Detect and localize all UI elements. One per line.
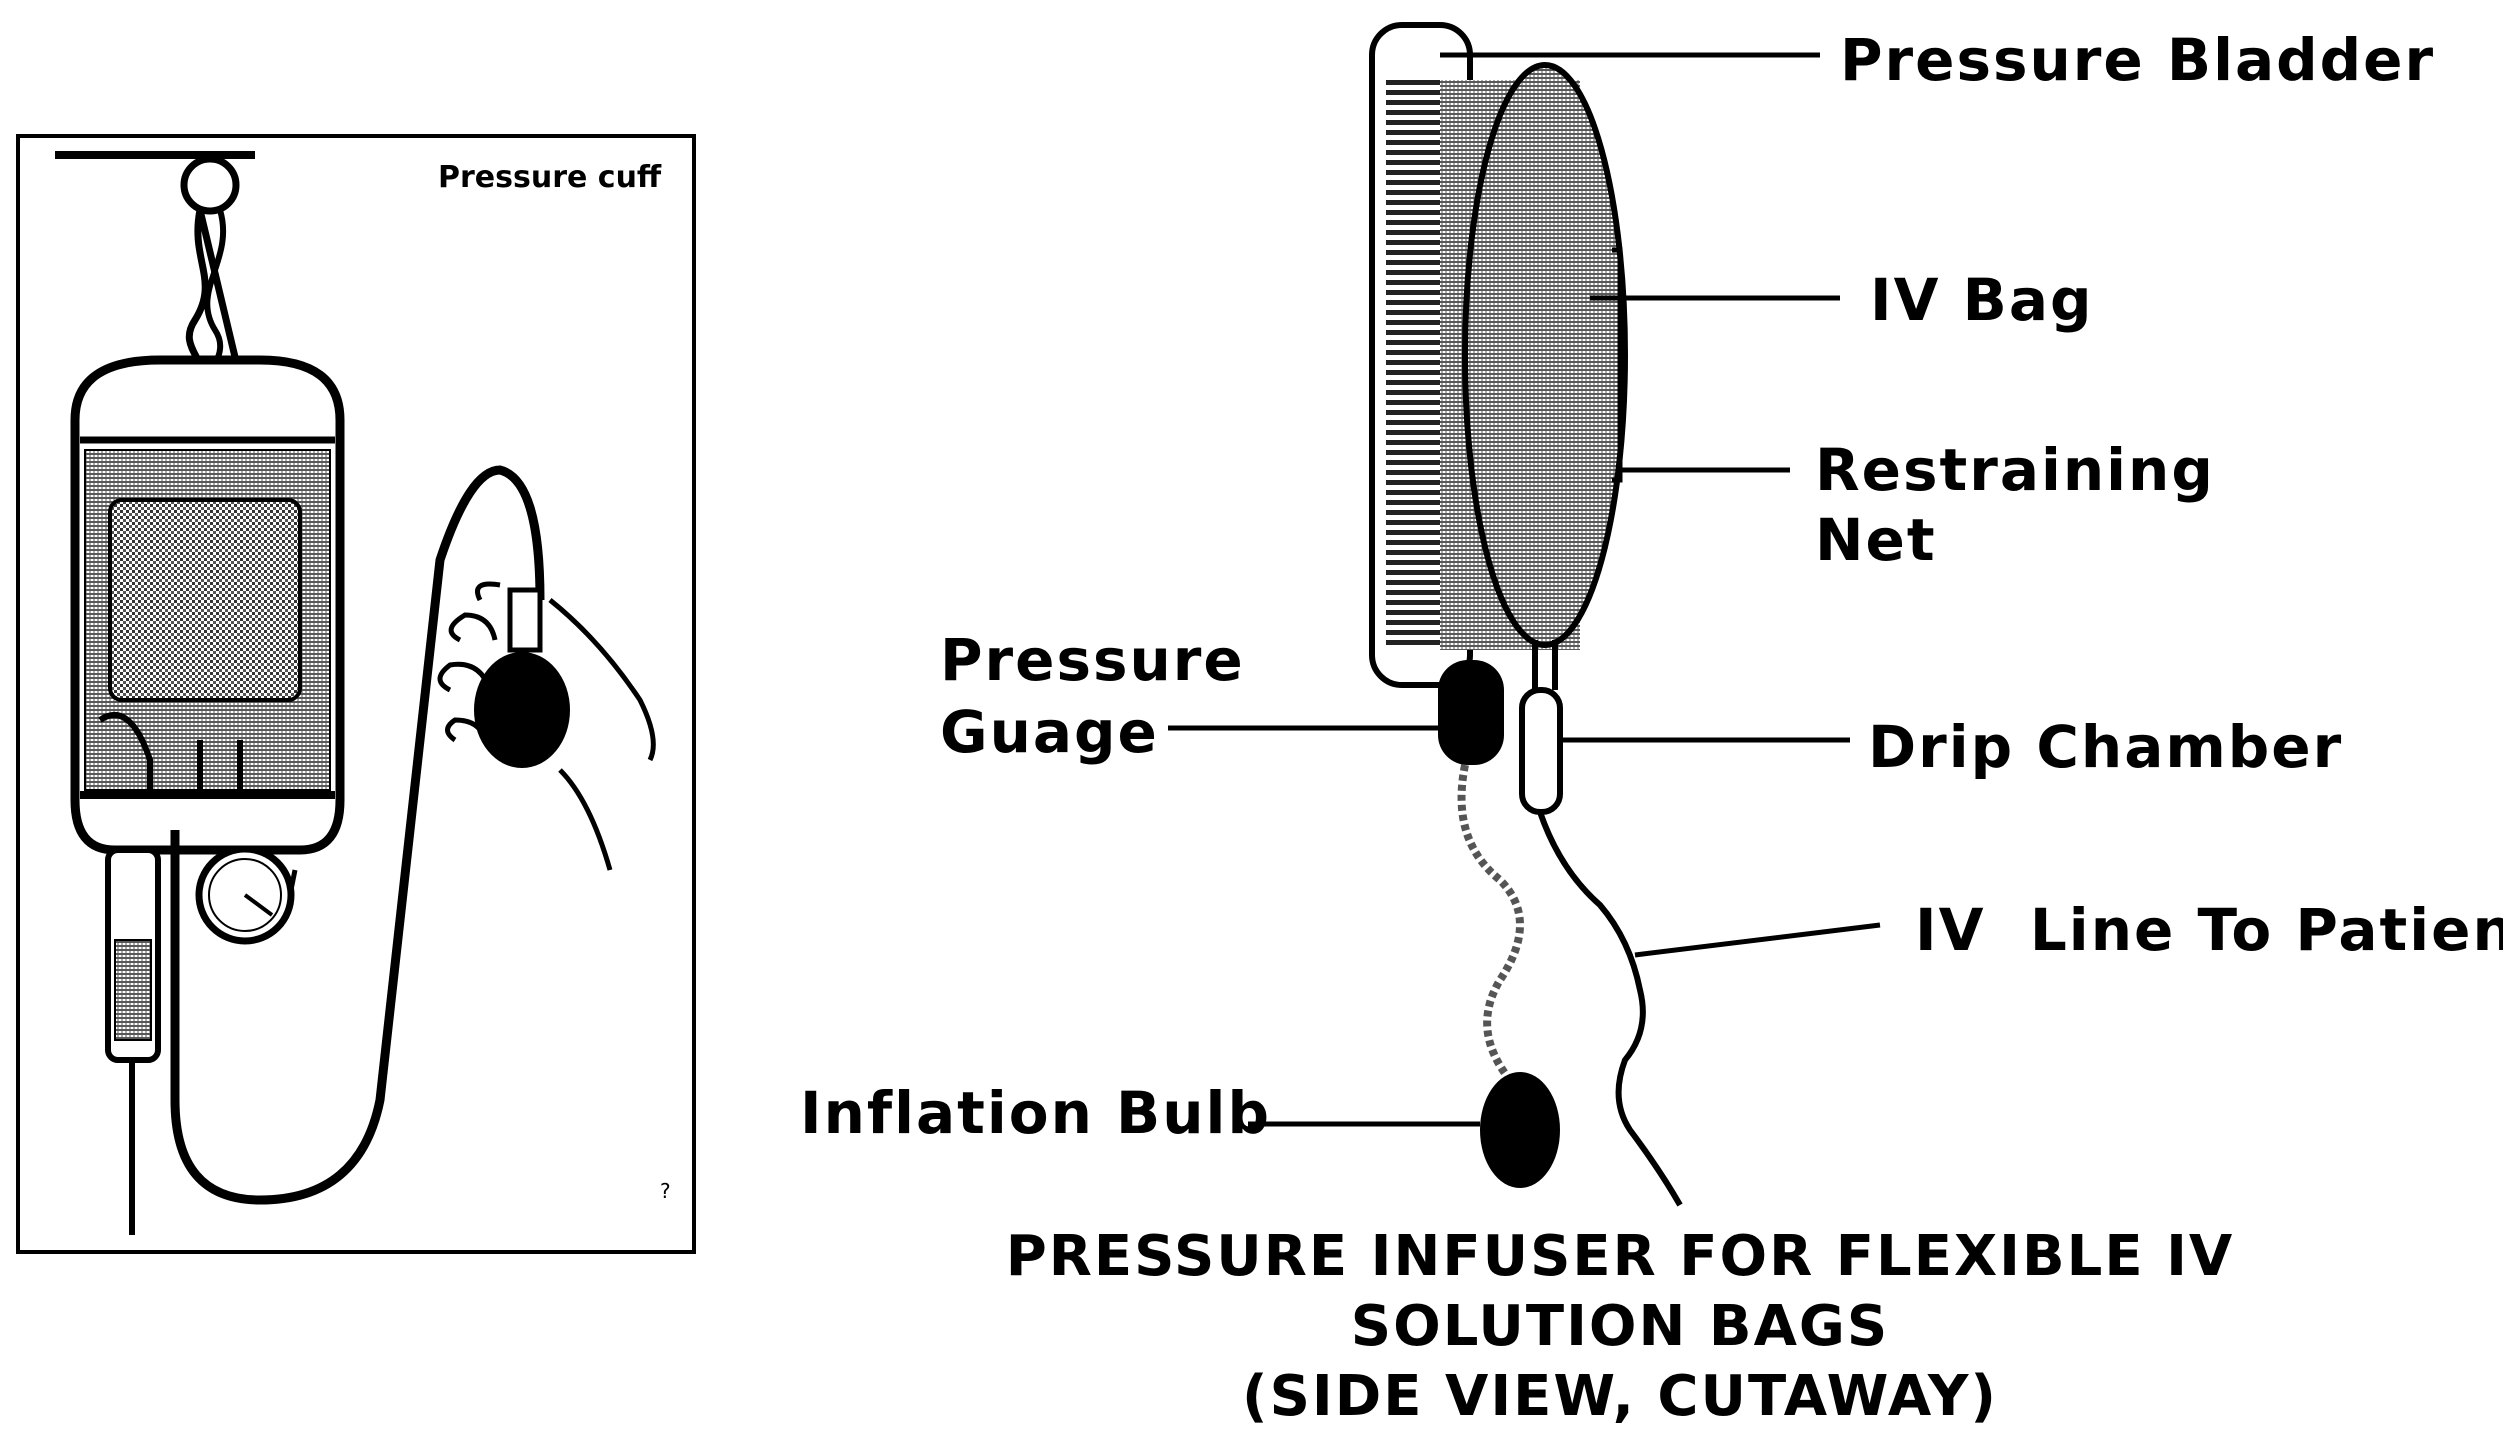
pressure-gauge-shape bbox=[1438, 660, 1504, 765]
bulb-tube bbox=[1462, 765, 1520, 1080]
label-drip-chamber: Drip Chamber bbox=[1868, 712, 2343, 782]
leader-iv-line bbox=[1635, 925, 1880, 955]
inflation-bulb-shape bbox=[1480, 1072, 1560, 1188]
drip-chamber-shape bbox=[1522, 690, 1560, 812]
caption-line-2: SOLUTION BAGS bbox=[980, 1292, 2260, 1362]
cuff-iv-bag bbox=[110, 500, 300, 700]
label-inflation-bulb: Inflation Bulb bbox=[800, 1078, 1271, 1148]
cuff-inflation-bulb bbox=[474, 652, 570, 768]
label-restraining-net-line1: Restraining bbox=[1815, 435, 2215, 505]
iv-bag-shape bbox=[1465, 65, 1625, 645]
label-restraining-net-line2: Net bbox=[1815, 505, 1937, 575]
label-pressure-bladder: Pressure Bladder bbox=[1840, 25, 2435, 95]
pressure-cuff-illustration bbox=[18, 136, 694, 1252]
left-panel-title: Pressure cuff bbox=[438, 160, 661, 195]
label-iv-line: IV Line To Patient bbox=[1915, 895, 2503, 965]
diagram-caption: PRESSURE INFUSER FOR FLEXIBLE IV SOLUTIO… bbox=[980, 1222, 2260, 1432]
iv-line-shape bbox=[1540, 812, 1680, 1205]
label-pressure-gauge-line1: Pressure bbox=[940, 625, 1245, 695]
caption-line-3: (SIDE VIEW, CUTAWAY) bbox=[980, 1362, 2260, 1432]
hanger-ring bbox=[184, 159, 236, 211]
corner-mark: ? bbox=[660, 1179, 671, 1203]
label-iv-bag: IV Bag bbox=[1870, 265, 2094, 335]
pressure-infuser-side-view bbox=[1168, 25, 1880, 1205]
caption-line-1: PRESSURE INFUSER FOR FLEXIBLE IV bbox=[980, 1222, 2260, 1292]
label-pressure-gauge-line2: Guage bbox=[940, 697, 1159, 767]
